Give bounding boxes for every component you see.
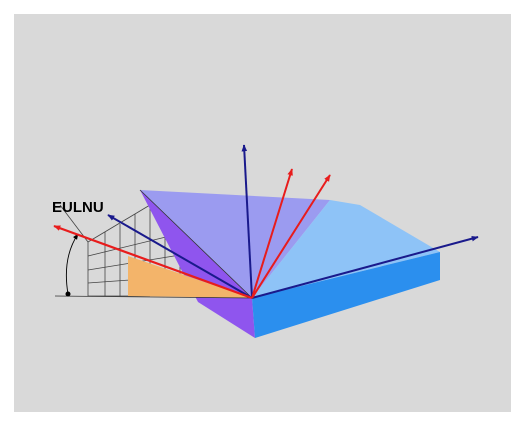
navy-vertical-axis [241,144,253,299]
red-left-axis [53,224,253,300]
red-right-axis [251,174,331,299]
red-mid-axis [251,168,293,299]
tilted-plane-right [252,200,440,298]
construction-lines [54,189,253,299]
angle-origin-dot [65,291,71,297]
navy-left-axis [107,214,253,299]
navy-right-axis [251,235,479,299]
angle-arc [65,233,79,295]
tilted-plane-top [140,190,330,298]
tilted-plane-front [252,252,440,338]
angle-label: EULNU [52,199,104,216]
tilted-plane-side [140,190,255,338]
